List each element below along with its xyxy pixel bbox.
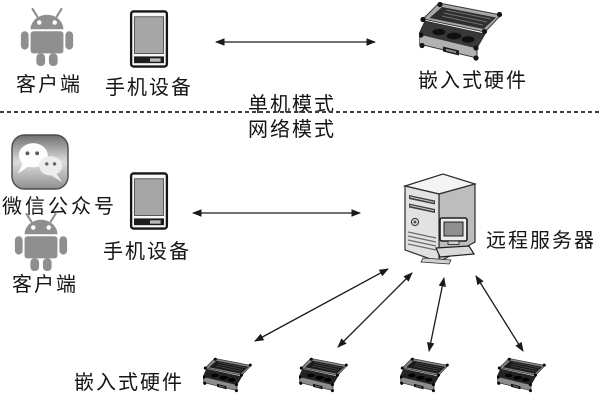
hardware-case-icon — [419, 2, 511, 64]
android-robot-icon — [18, 7, 76, 67]
hardware-case-icon — [203, 356, 257, 396]
hardware-case-icon — [497, 356, 551, 396]
hardware-label-bottom: 嵌入式硬件 — [74, 372, 184, 394]
arrow-server-case-2 — [337, 272, 413, 348]
phone-label-bottom: 手机设备 — [103, 241, 191, 263]
wechat-icon — [10, 134, 70, 190]
hardware-case-icon — [400, 356, 454, 396]
server-label: 远程服务器 — [486, 230, 596, 252]
arrow-server-case-1 — [254, 268, 389, 342]
smartphone-icon — [129, 172, 169, 230]
hardware-label-top: 嵌入式硬件 — [418, 70, 528, 92]
wechat-label: 微信公众号 — [2, 196, 117, 218]
network-mode-label: 网络模式 — [248, 119, 336, 141]
server-tower-icon — [393, 166, 485, 266]
arrow-server-case-4 — [475, 275, 524, 352]
arrow-server-case-3 — [427, 277, 446, 352]
mode-divider-line — [0, 111, 600, 113]
smartphone-icon — [129, 10, 169, 68]
phone-label-top: 手机设备 — [105, 77, 193, 99]
android-robot-icon — [12, 212, 70, 272]
standalone-mode-label: 单机模式 — [248, 94, 336, 116]
client-label-top: 客户端 — [16, 74, 82, 96]
hardware-case-icon — [299, 356, 353, 396]
client-label-bottom: 客户端 — [12, 274, 78, 296]
